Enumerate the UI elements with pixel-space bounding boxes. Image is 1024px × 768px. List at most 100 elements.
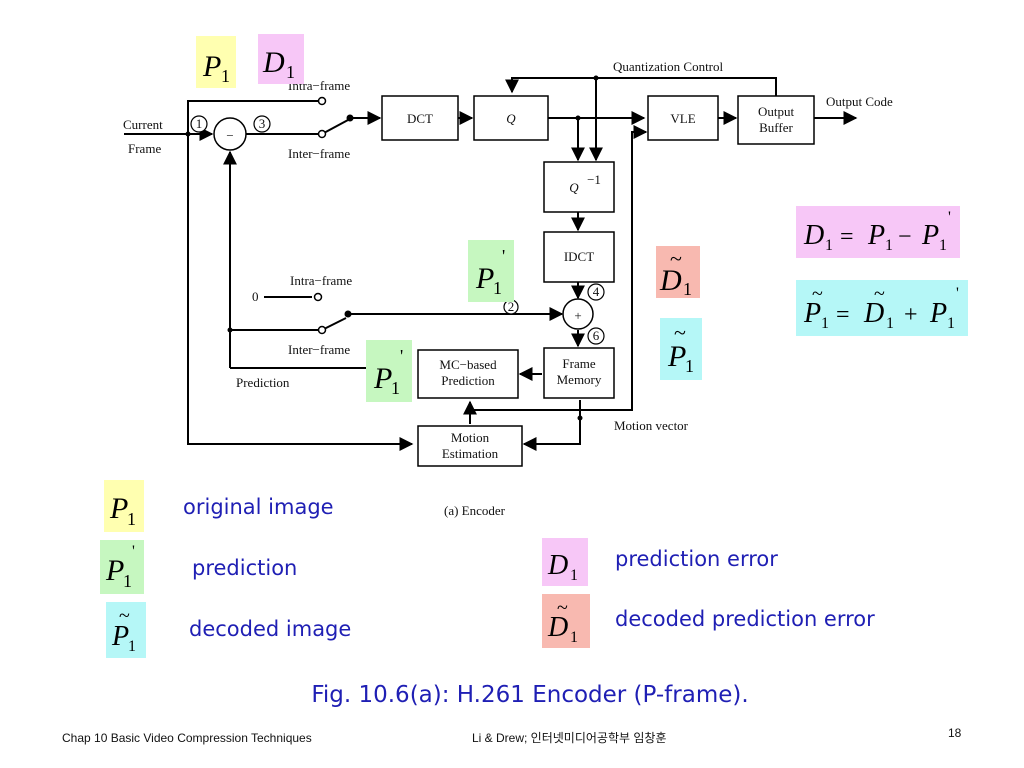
motion-vector-label: Motion vector — [614, 418, 689, 433]
svg-text:': ' — [948, 209, 951, 226]
symbol-d1-top: D 1 — [258, 34, 304, 84]
upper-switch-blade — [321, 119, 349, 135]
output-code-label: Output Code — [826, 94, 893, 109]
svg-text:Output: Output — [758, 104, 795, 119]
svg-text:−1: −1 — [587, 172, 601, 187]
symbol-p1-tilde-right: ~ P 1 — [660, 318, 702, 380]
svg-text:~: ~ — [557, 597, 568, 619]
svg-text:P: P — [373, 362, 392, 395]
svg-text:VLE: VLE — [670, 111, 695, 126]
subtractor-symbol: − — [226, 128, 233, 143]
legend-original-image-text: original image — [183, 495, 334, 519]
symbol-p1-prime-mid: P 1 ' — [468, 240, 514, 302]
svg-text:Motion: Motion — [451, 430, 490, 445]
memory-to-me-path — [522, 400, 581, 451]
svg-text:P: P — [105, 554, 124, 587]
legend-prediction-text: prediction — [192, 556, 297, 580]
svg-text:Buffer: Buffer — [759, 120, 793, 135]
svg-text:P: P — [109, 492, 128, 525]
quantization-control-label: Quantization Control — [613, 59, 724, 74]
q-inverse-block: Q −1 — [543, 161, 615, 213]
svg-text:Q: Q — [569, 180, 579, 195]
lower-switch-blade — [321, 317, 347, 331]
svg-text:~: ~ — [670, 246, 682, 271]
q-block: Q — [473, 95, 549, 141]
svg-text:1: 1 — [683, 279, 692, 299]
svg-text:1: 1 — [570, 567, 578, 584]
svg-text:': ' — [502, 246, 505, 266]
svg-text:': ' — [956, 285, 959, 302]
motion-vector-path — [469, 125, 648, 424]
symbol-d1-tilde-right: ~ D 1 — [656, 246, 700, 299]
svg-text:1: 1 — [391, 378, 400, 398]
svg-text:D: D — [863, 298, 884, 329]
legend-prediction-error: D 1 prediction error — [542, 538, 778, 586]
svg-text:D: D — [262, 46, 285, 79]
node-number-1: 1 — [196, 116, 203, 131]
svg-text:P: P — [867, 220, 885, 251]
output-buffer-block: Output Buffer — [737, 95, 815, 145]
svg-text:P: P — [929, 298, 947, 329]
node-number-4: 4 — [593, 284, 600, 299]
svg-text:D: D — [547, 612, 568, 643]
legend-decoded-prediction-error: ~ D 1 decoded prediction error — [542, 594, 875, 648]
svg-text:': ' — [400, 346, 403, 366]
legend-original-image: P 1 original image — [104, 480, 334, 532]
svg-text:~: ~ — [119, 605, 130, 627]
legend-decoded-image-text: decoded image — [189, 617, 351, 641]
node-number-3: 3 — [259, 116, 266, 131]
zero-label: 0 — [252, 289, 259, 304]
node-number-2: 2 — [508, 299, 515, 314]
svg-text:1: 1 — [825, 237, 833, 254]
svg-text:1: 1 — [685, 356, 694, 376]
mc-prediction-block: MC−based Prediction — [417, 349, 519, 399]
svg-text:P: P — [111, 621, 129, 652]
svg-text:P: P — [475, 262, 494, 295]
dct-block: DCT — [381, 95, 459, 141]
encoder-sublabel: (a) Encoder — [444, 503, 506, 518]
svg-text:Estimation: Estimation — [442, 446, 499, 461]
current-label: Current — [123, 117, 163, 132]
svg-text:1: 1 — [939, 237, 947, 254]
svg-text:P: P — [921, 220, 939, 251]
svg-text:+: + — [904, 302, 918, 328]
svg-text:Frame: Frame — [562, 356, 595, 371]
svg-text:D: D — [547, 550, 568, 581]
svg-text:=: = — [840, 224, 854, 250]
intra-bypass-path — [187, 100, 318, 134]
svg-text:=: = — [836, 302, 850, 328]
svg-text:D: D — [803, 220, 824, 251]
subtractor-node — [213, 117, 247, 151]
footer-authors: Li & Drew; 인터넷미디어공학부 임창훈 — [472, 731, 667, 745]
svg-text:1: 1 — [570, 629, 578, 646]
svg-text:−: − — [898, 224, 912, 250]
svg-text:Memory: Memory — [557, 372, 602, 387]
prediction-label: Prediction — [236, 375, 290, 390]
svg-text:P: P — [803, 298, 821, 329]
node-number-6: 6 — [593, 328, 600, 343]
quantization-control-path — [505, 77, 777, 96]
svg-text:D: D — [659, 264, 682, 297]
svg-text:~: ~ — [674, 320, 686, 345]
frame-memory-block: Frame Memory — [543, 347, 615, 399]
lower-inter-frame-label: Inter−frame — [288, 342, 350, 357]
svg-text:1: 1 — [885, 237, 893, 254]
svg-text:1: 1 — [821, 315, 829, 332]
svg-text:1: 1 — [221, 66, 230, 86]
signal-paths — [124, 77, 858, 451]
node-numbers: 1 2 3 4 6 — [190, 115, 605, 345]
symbol-p1-top: P 1 — [196, 36, 236, 88]
svg-text:1: 1 — [886, 315, 894, 332]
vle-block: VLE — [647, 95, 719, 141]
symbol-p1-prime-lower: P 1 ' — [366, 340, 412, 402]
adder-symbol: + — [574, 308, 581, 323]
svg-text:DCT: DCT — [407, 111, 433, 126]
equation-decoded-image: ~ P 1 = ~ D 1 + P 1 ' — [796, 280, 968, 336]
adder-node — [562, 298, 594, 330]
svg-text:~: ~ — [812, 283, 823, 305]
svg-text:IDCT: IDCT — [564, 249, 594, 264]
equation-prediction-error: D 1 = P 1 − P 1 ' — [796, 206, 960, 258]
svg-text:1: 1 — [123, 571, 132, 591]
